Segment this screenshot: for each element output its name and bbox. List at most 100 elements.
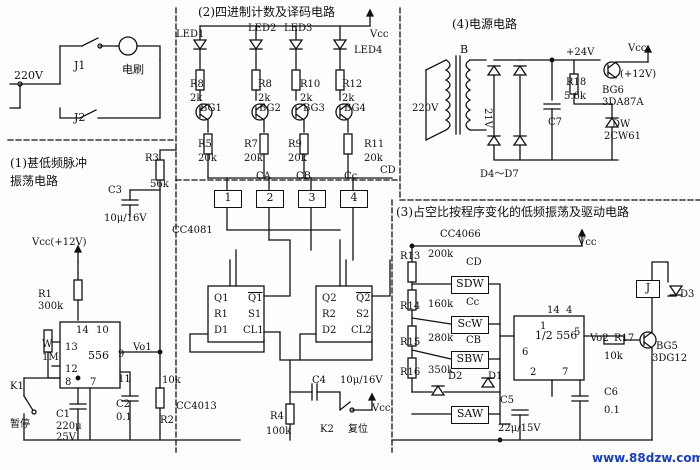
- r3-value: 56k: [150, 179, 169, 190]
- driver-pin-4: 4: [566, 305, 573, 316]
- c2-value: 0.1: [116, 412, 132, 423]
- driver-pin-6: 6: [522, 347, 529, 358]
- bg6-label: BG6: [602, 85, 624, 96]
- vcc-arrow-head: [365, 8, 375, 17]
- bg5-label: BG5: [656, 341, 678, 352]
- resistor-bot-4: [343, 133, 353, 155]
- sw-net-cb: CB: [466, 335, 481, 346]
- wire: [289, 359, 313, 393]
- osc-pin-9: 9: [118, 349, 125, 360]
- led-3: [288, 39, 304, 51]
- r-top-3-label: R10: [300, 79, 321, 90]
- vcc-arrow-head: [73, 244, 83, 253]
- vo1-label: Vo1: [133, 342, 152, 353]
- c7-label: C7: [548, 117, 563, 128]
- transistor-collector: [199, 103, 209, 111]
- vcc-arrow-head: [643, 44, 653, 53]
- wire: [411, 349, 452, 360]
- transformer-label: B: [460, 43, 469, 56]
- ff1-qbar-label: Q1: [248, 293, 263, 304]
- transformer-primary: [444, 59, 451, 131]
- vcc-arrow-head: [367, 392, 377, 401]
- junction-dot: [75, 375, 81, 381]
- wire: [119, 371, 131, 381]
- section-driver-title: (3)占空比按程序变化的低频振荡及驱动电路: [396, 205, 629, 219]
- c1-voltage: 25V: [56, 432, 76, 443]
- r1-label: R1: [38, 289, 52, 300]
- osc-pin-11: 11: [118, 374, 131, 385]
- wire: [159, 149, 177, 161]
- counter-vcc-label: Vcc: [370, 29, 389, 40]
- wire: [263, 239, 291, 297]
- switch-sc: ScW: [451, 316, 489, 334]
- and-gate-2: 2: [256, 190, 284, 208]
- c2-label: C2: [116, 399, 131, 410]
- led2-label: LED2: [248, 23, 277, 34]
- c4-label: C4: [312, 375, 327, 386]
- bg5-value: 3DG12: [652, 353, 688, 364]
- and-gate-3: 3: [298, 190, 326, 208]
- osc-pin-7: 7: [90, 377, 97, 388]
- wire: [97, 59, 161, 119]
- transistor-emitter: [643, 341, 653, 349]
- osc-pin-14: 14: [76, 325, 89, 336]
- power-12v-label: (+12V): [620, 69, 657, 80]
- flipflop-2: [315, 285, 373, 343]
- resistor-top-3: [291, 69, 301, 91]
- net-ca-label: CA: [256, 171, 271, 182]
- dw-value: 2CW61: [604, 131, 642, 142]
- net-cc-label: Cc: [344, 171, 358, 182]
- driver-ic-label: 1/2 556: [535, 329, 578, 342]
- r-bot-3-value: 20k: [288, 153, 307, 164]
- r2-label: R2: [160, 415, 174, 426]
- wire: [279, 331, 301, 361]
- transformer-secondary: [465, 59, 472, 131]
- ff1-r-label: R1: [214, 309, 228, 320]
- ff2-qbar-label: Q2: [356, 293, 371, 304]
- d2-label: D2: [448, 371, 463, 382]
- bridge-diodes-label: D4～D7: [480, 169, 519, 180]
- switch-k1-blade: [23, 395, 35, 413]
- bridge-diode-4: [512, 134, 528, 146]
- wire: [425, 59, 447, 71]
- bridge-diode-1: [486, 64, 502, 76]
- ff2-q-label: Q2: [322, 293, 337, 304]
- led4-label: LED4: [354, 45, 383, 56]
- junction-dot: [549, 57, 555, 63]
- led-4: [332, 39, 348, 51]
- ic-556-osc: [59, 321, 121, 389]
- bg6-value: 3DA87A: [602, 97, 644, 108]
- switch-j2-label: J2: [74, 111, 86, 124]
- switch-j1-blade: [81, 37, 99, 47]
- c6-value: 0.1: [604, 405, 620, 416]
- r-top-2-value: 2k: [258, 93, 271, 104]
- stop-label: 暂停: [10, 419, 30, 430]
- d3-label: D3: [680, 289, 695, 300]
- junction-dot: [409, 243, 415, 249]
- bridge-diode-2: [512, 64, 528, 76]
- r-top-4-value: 2k: [342, 93, 355, 104]
- ff-ic-label: CC4013: [176, 401, 217, 412]
- r16-label: R16: [400, 367, 421, 378]
- wire: [189, 333, 265, 353]
- transistor-collector: [295, 103, 305, 111]
- power-21v-label: 21V: [482, 108, 493, 128]
- ff2-d-label: D2: [322, 325, 337, 336]
- ff2-s-label: S2: [356, 309, 370, 320]
- wire: [226, 205, 341, 231]
- watermark: www.88dzw.com: [592, 451, 700, 465]
- r-top-1-label: R8: [190, 79, 204, 90]
- c4-value: 10μ/16V: [340, 375, 383, 386]
- net-cb-label: CB: [296, 171, 311, 182]
- led1-label: LED1: [176, 29, 205, 40]
- driver-pin-7: 7: [562, 367, 569, 378]
- resistor-bot-2: [259, 133, 269, 155]
- junction-dot: [157, 349, 163, 355]
- mains-voltage-label: 220V: [14, 69, 43, 82]
- vcc-arrow-head: [577, 228, 587, 237]
- c6-label: C6: [604, 387, 619, 398]
- r-bot-1-label: R5: [198, 139, 212, 150]
- ff2-r-label: R2: [322, 309, 336, 320]
